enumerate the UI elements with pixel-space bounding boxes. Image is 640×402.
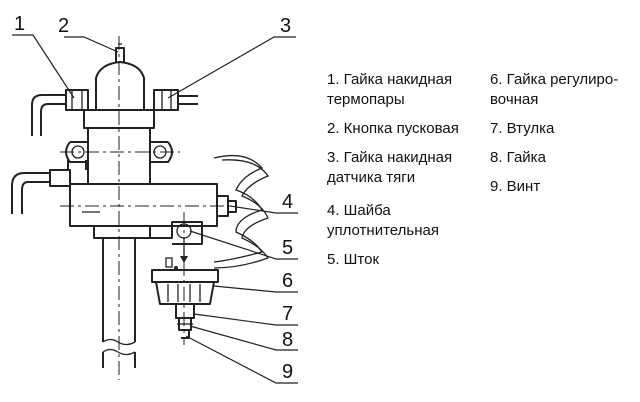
callout-9: 9 — [282, 361, 293, 383]
legend-item-8: 8. Гайка — [490, 149, 546, 166]
legend-item-7: 7. Втулка — [490, 120, 555, 137]
legend-item-6: 6. Гайка регулиро- вочная — [490, 71, 619, 108]
legend-item-1: 1. Гайка накидная термопары — [327, 71, 453, 108]
valve-body — [69, 183, 237, 239]
callout-7: 7 — [282, 303, 293, 325]
callout-2: 2 — [58, 15, 69, 37]
side-tube — [11, 160, 87, 214]
callout-5: 5 — [282, 237, 293, 259]
lower-pipe — [102, 238, 136, 368]
legend-item-3: 3. Гайка накидная датчика тяги — [327, 149, 453, 186]
legend-column-left: 1. Гайка накидная термопары 2. Кнопка пу… — [327, 70, 487, 270]
legend-item-9: 9. Винт — [490, 178, 541, 195]
leader-lines — [12, 34, 298, 384]
central-column — [65, 109, 173, 184]
legend-item-5: 5. Шток — [327, 251, 380, 268]
callout-6: 6 — [282, 270, 293, 292]
callout-numbers: 1 2 3 4 5 6 7 8 9 — [14, 13, 293, 383]
legend-column-right: 6. Гайка регулиро- вочная 7. Втулка 8. Г… — [490, 70, 640, 197]
callout-8: 8 — [282, 329, 293, 351]
centerlines — [60, 36, 230, 380]
legend-item-4: 4. Шайба уплотнительная — [327, 202, 439, 239]
legend-item-2: 2. Кнопка пусковая — [327, 120, 459, 137]
callout-3: 3 — [280, 15, 291, 37]
dome-cap — [95, 43, 145, 110]
wire-spring — [213, 154, 270, 269]
draft-sensor-nut — [153, 89, 198, 111]
callout-4: 4 — [282, 191, 293, 213]
callout-1: 1 — [14, 13, 25, 35]
thermocouple-nut — [31, 89, 89, 136]
